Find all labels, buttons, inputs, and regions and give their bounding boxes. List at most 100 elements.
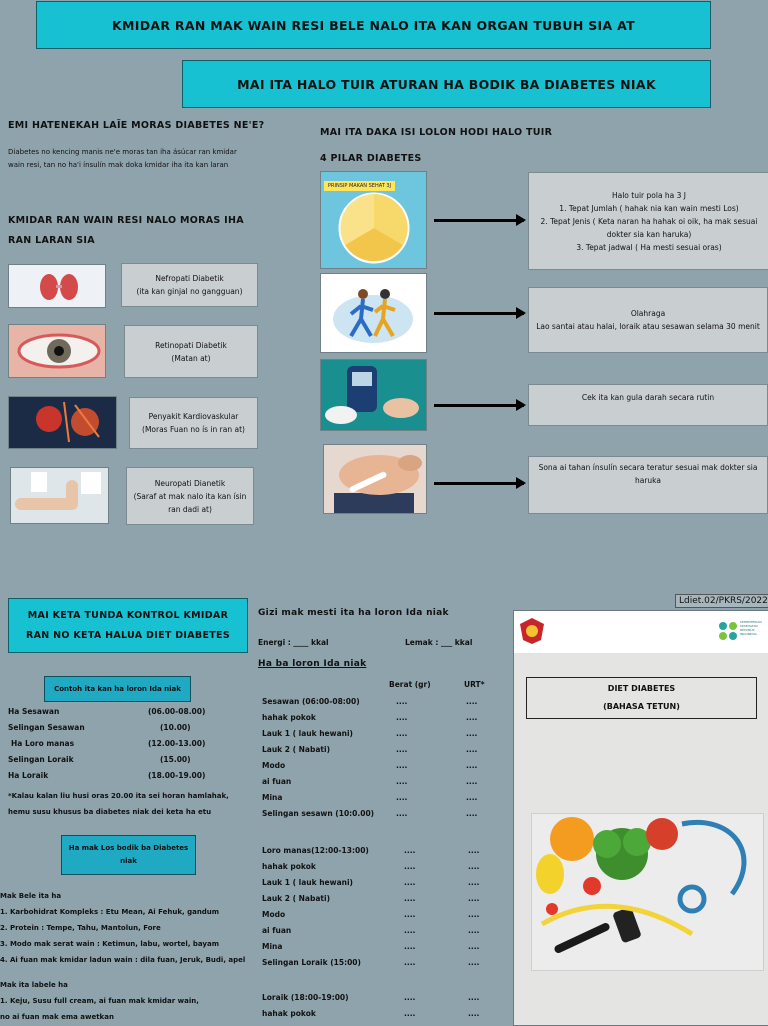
urt-placeholder: .... (466, 761, 478, 770)
weight-placeholder: .... (396, 729, 408, 738)
pillars-heading: MAI ITA DAKA ISI LOLON HODI HALO TUIR 4 … (320, 120, 620, 172)
urt-placeholder: .... (468, 894, 480, 903)
menu-item-label: hahak pokok (262, 862, 316, 871)
pillar-line: Lao santai atau halai, loraik atau sesaw… (536, 322, 760, 331)
eye-image (8, 324, 106, 378)
insulin-injection-image (323, 444, 427, 514)
schedule-row: Ha Loro manas (12.00-13.00) (8, 735, 205, 751)
urt-placeholder: .... (466, 697, 478, 706)
weight-placeholder: .... (396, 777, 408, 786)
schedule-title: Contoh ita kan ha loron Ida niak (54, 684, 181, 693)
weight-placeholder: .... (396, 809, 408, 818)
main-title-banner: KMIDAR RAN MAK WAIN RESI BELE NALO ITA K… (36, 1, 711, 49)
urt-placeholder: .... (466, 745, 478, 754)
complication-desc: (Saraf at mak nalo ita kan ísin ran dadi… (133, 491, 247, 514)
meal-name: Ha Loraik (8, 770, 49, 780)
sub-title-banner: MAI ITA HALO TUIR ATURAN HA BODIK BA DIA… (182, 60, 711, 108)
weight-placeholder: .... (396, 793, 408, 802)
menu-item-label: Mina (262, 793, 283, 802)
menu-item-label: ai fuan (262, 777, 292, 786)
complication-name: Neuropati Dianetik (154, 478, 226, 488)
document-code: Ldiet.02/PKRS/2022 (675, 594, 768, 608)
pillar-line: Halo tuir pola ha 3 J (611, 190, 687, 200)
urt-column-header: URT* (464, 680, 485, 689)
allowed-item: 4. Ai fuan mak kmidar ladun wain : dila … (0, 956, 246, 964)
weight-placeholder: .... (396, 697, 408, 706)
weight-placeholder: .... (404, 910, 416, 919)
healthy-food-image (531, 813, 764, 971)
complication-desc: (ita kan ginjal no gangguan) (136, 287, 243, 296)
ministry-name: KEMENTERIAN KESEHATAN REPUBLIK INDONESIA (740, 620, 762, 636)
complication-name: Retinopati Diabetik (155, 340, 227, 350)
urt-placeholder: .... (466, 713, 478, 722)
meal-time: (15.00) (160, 754, 191, 764)
menu-item-label: Modo (262, 761, 286, 770)
pillar-line: Olahraga (630, 309, 666, 318)
sub-title: MAI ITA HALO TUIR ATURAN HA BODIK BA DIA… (237, 76, 656, 92)
pillar-line: 2. Tepat Jenis ( Keta naran ha hahak oi … (540, 216, 758, 239)
urt-placeholder: .... (468, 910, 480, 919)
weight-placeholder: .... (404, 958, 416, 967)
urt-placeholder: .... (468, 846, 480, 855)
urt-placeholder: .... (466, 809, 478, 818)
foods-title: Ha mak Los bodik ba Diabetes niak (68, 844, 189, 865)
pillar-box-4: Sona ai tahan ínsulín secara teratur ses… (528, 456, 768, 514)
ministry-logo-icon (719, 622, 737, 640)
allowed-heading: Mak Bele ita ha (0, 892, 62, 900)
avoid-item: no ai fuan mak ema awetkan (0, 1013, 114, 1021)
cover-subtitle: (BAHASA TETUN) (603, 702, 680, 711)
weight-placeholder: .... (404, 862, 416, 871)
cover-title: DIET DIABETES (607, 684, 676, 693)
cover-header: KEMENTERIAN KESEHATAN REPUBLIK INDONESIA (514, 611, 768, 653)
weight-placeholder: .... (404, 942, 416, 951)
urt-placeholder: .... (468, 862, 480, 871)
complications-heading: KMIDAR RAN WAIN RESI NALO MORAS IHA RAN … (8, 215, 244, 246)
menu-item-label: Loraik (18:00-19:00) (262, 993, 349, 1002)
urt-placeholder: .... (468, 1009, 480, 1018)
weight-placeholder: .... (396, 761, 408, 770)
menu-item-label: Mina (262, 942, 283, 951)
meal-name: Ha Loro manas (11, 738, 75, 748)
complication-name: Nefropati Diabetik (155, 274, 224, 283)
pillar-line: Cek ita kan gula darah secara rutin (581, 393, 715, 402)
question-heading: EMI HATENEKAH LAĨE MORAS DIABETES NE'E? (8, 120, 265, 131)
urt-placeholder: .... (466, 793, 478, 802)
allowed-item: 2. Protein : Tempe, Tahu, Mantolun, Fore (0, 924, 161, 932)
menu-item-label: ai fuan (262, 926, 292, 935)
weight-placeholder: .... (396, 745, 408, 754)
control-banner-text: MAI KETA TUNDA KONTROL KMIDAR RAN NO KET… (26, 609, 230, 641)
arrow-2 (434, 307, 526, 319)
pillar-box-1: Halo tuir pola ha 3 J 1. Tepat Jumlah ( … (528, 172, 768, 270)
energy-label: Energi : ____ kkal (258, 638, 329, 647)
weight-placeholder: .... (404, 894, 416, 903)
urt-placeholder: .... (468, 958, 480, 967)
menu-item-label: hahak pokok (262, 1009, 316, 1018)
avoid-foods: Mak ita labele ha 1. Keju, Susu full cre… (0, 977, 258, 1025)
menu-item-label: hahak pokok (262, 713, 316, 722)
weight-placeholder: .... (404, 846, 416, 855)
menu-item-label: Lauk 1 ( lauk hewani) (262, 878, 353, 887)
urt-placeholder: .... (468, 878, 480, 887)
allowed-item: 3. Modo mak serat wain : Ketimun, labu, … (0, 940, 220, 948)
complication-desc: (Matan at) (171, 353, 211, 363)
kidney-image (8, 264, 106, 308)
foods-title-box: Ha mak Los bodik ba Diabetes niak (61, 835, 196, 875)
schedule-row: Selingan Sesawan (10.00) (8, 719, 205, 735)
cover-title-box: DIET DIABETES (BAHASA TETUN) (526, 677, 757, 719)
cover-card: KEMENTERIAN KESEHATAN REPUBLIK INDONESIA… (513, 610, 768, 1026)
schedule-title-box: Contoh ita kan ha loron Ida niak (44, 676, 191, 702)
weight-placeholder: .... (404, 993, 416, 1002)
plate-title: PRINSIP MAKAN SEHAT 3J (324, 181, 396, 191)
glucose-meter-image (320, 359, 427, 431)
schedule-row: Ha Loraik (18.00-19.00) (8, 767, 205, 783)
foot-image (10, 467, 109, 524)
complication-name: Penyakit Kardiovaskular (148, 412, 239, 421)
menu-item-label: Sesawan (06:00-08:00) (262, 697, 360, 706)
menu-item-label: Loro manas(12:00-13:00) (262, 846, 369, 855)
pillar-box-2: Olahraga Lao santai atau halai, loraik a… (528, 287, 768, 353)
menu-item-label: Lauk 2 ( Nabati) (262, 894, 330, 903)
weight-placeholder: .... (404, 926, 416, 935)
pillar-line: 1. Tepat Jumlah ( hahak nia kan wain mes… (559, 203, 739, 213)
control-banner: MAI KETA TUNDA KONTROL KMIDAR RAN NO KET… (8, 598, 248, 653)
urt-placeholder: .... (466, 777, 478, 786)
